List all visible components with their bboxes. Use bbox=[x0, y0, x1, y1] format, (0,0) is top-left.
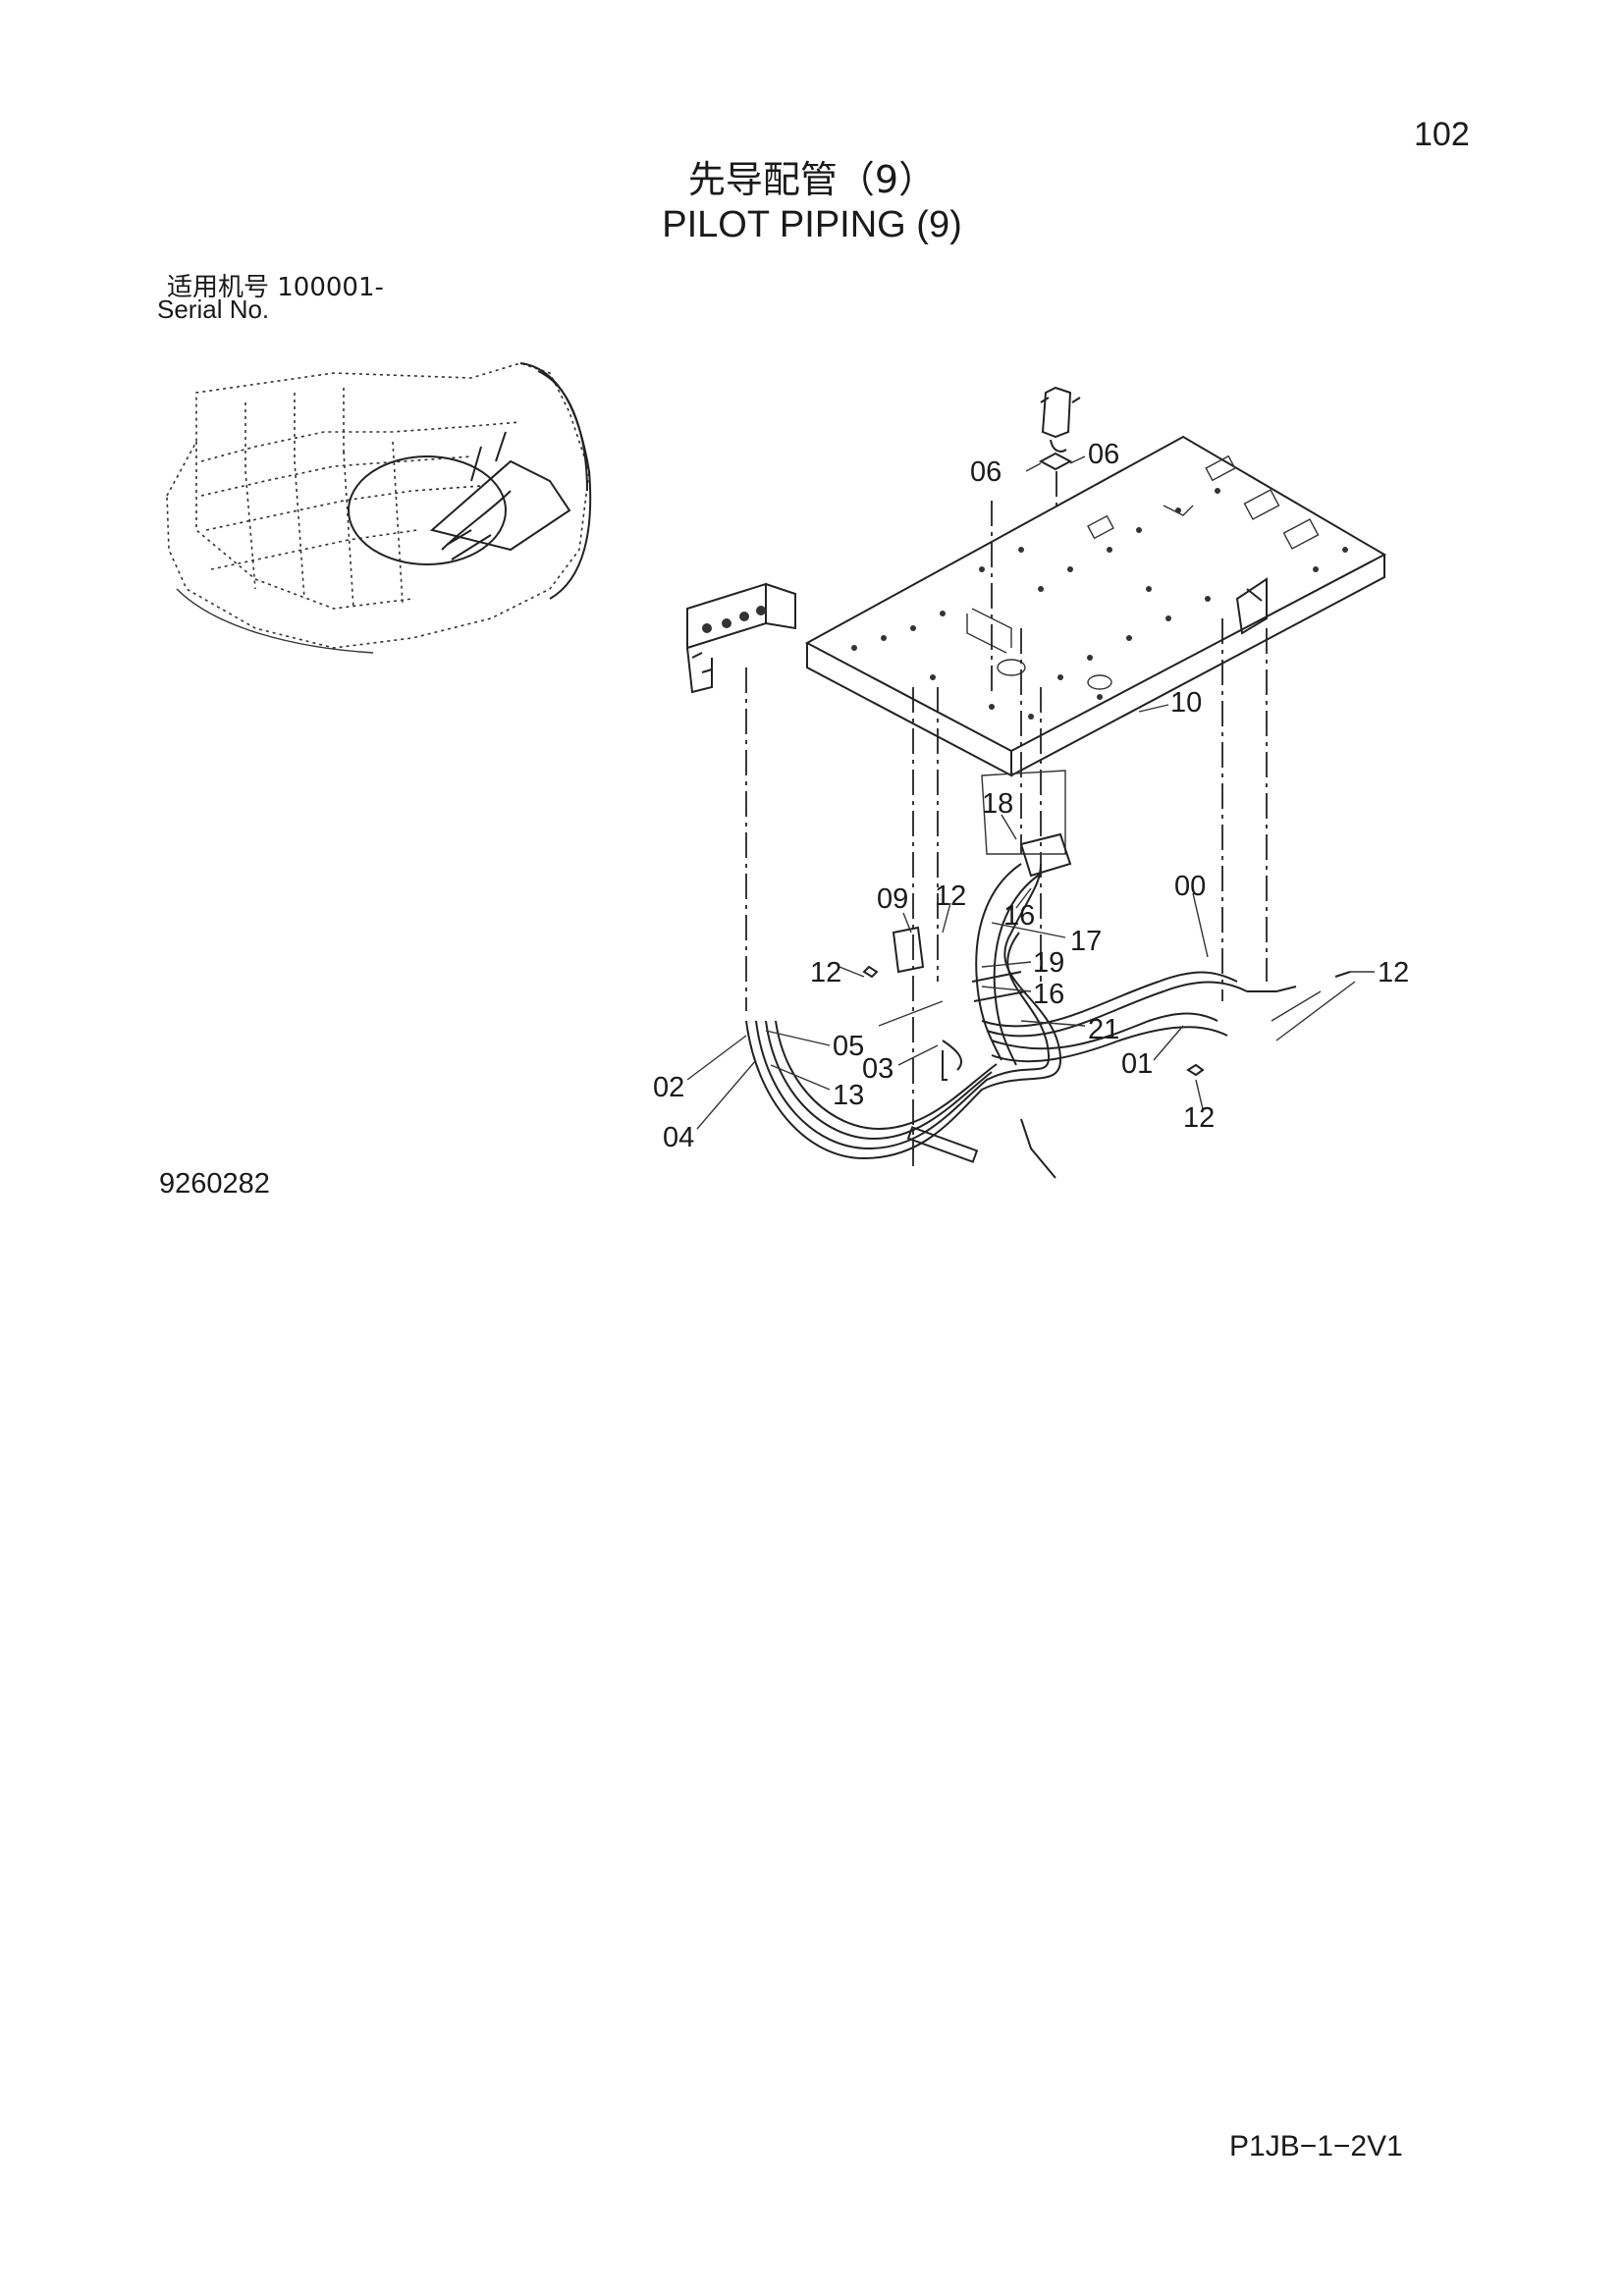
callout-00: 00 bbox=[1174, 871, 1206, 902]
callout-04: 04 bbox=[663, 1122, 694, 1153]
drawing-number: 9260282 bbox=[159, 1168, 270, 1200]
callout-13: 13 bbox=[833, 1080, 864, 1111]
page-title-english: PILOT PIPING (9) bbox=[662, 204, 962, 245]
callout-16-bottom: 16 bbox=[1033, 979, 1064, 1010]
callout-21: 21 bbox=[1088, 1014, 1119, 1045]
callout-05: 05 bbox=[833, 1031, 864, 1062]
serial-label-chinese: 适用机号 100001- bbox=[167, 273, 384, 302]
left-bracket bbox=[686, 582, 796, 694]
callout-01: 01 bbox=[1121, 1048, 1153, 1080]
overview-cab-outline bbox=[166, 362, 592, 654]
callout-19: 19 bbox=[1033, 947, 1064, 979]
top-valve-assembly bbox=[991, 386, 1081, 697]
callout-17: 17 bbox=[1070, 926, 1102, 957]
callout-16-top: 16 bbox=[1003, 900, 1035, 932]
floor-plate bbox=[804, 435, 1387, 777]
page-title-chinese: 先导配管（9） bbox=[687, 158, 937, 201]
callout-10: 10 bbox=[1170, 687, 1202, 719]
callout-06-right: 06 bbox=[1088, 439, 1119, 470]
callout-12-bottom: 12 bbox=[1183, 1102, 1215, 1134]
callout-03: 03 bbox=[862, 1053, 893, 1085]
callout-12-right: 12 bbox=[1378, 957, 1409, 988]
callout-12-left: 12 bbox=[810, 957, 841, 988]
page-number: 102 bbox=[1414, 116, 1470, 153]
hose-bundle bbox=[745, 832, 1351, 1179]
callout-06-left: 06 bbox=[970, 456, 1001, 488]
callout-09: 09 bbox=[877, 883, 908, 915]
callout-18: 18 bbox=[982, 788, 1013, 820]
serial-label-english: Serial No. bbox=[157, 294, 270, 324]
leader-lines bbox=[686, 455, 1375, 1130]
callout-02: 02 bbox=[653, 1072, 684, 1103]
callout-12-top: 12 bbox=[935, 881, 966, 912]
document-code: P1JB−1−2V1 bbox=[1229, 2130, 1403, 2163]
